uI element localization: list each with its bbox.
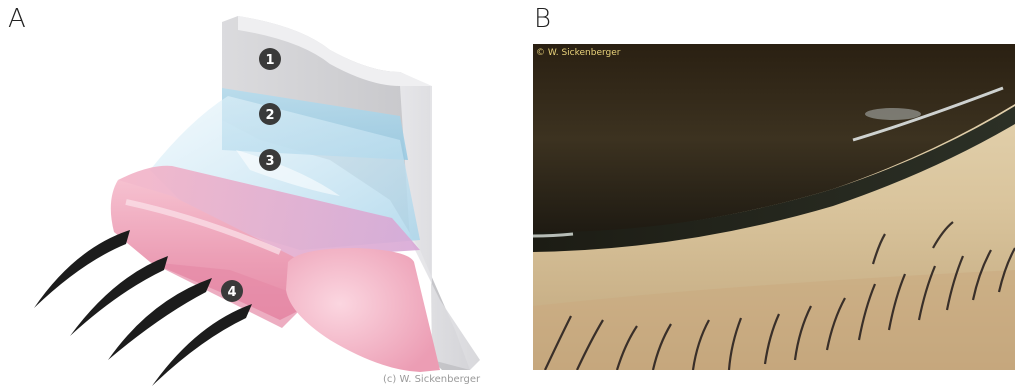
marker-3-label: 3 xyxy=(265,154,274,169)
tear-film-diagram: 1 2 3 4 xyxy=(0,0,520,392)
lid-end-cap xyxy=(286,248,440,372)
eyelid-photo: © W. Sickenberger xyxy=(533,44,1015,370)
panel-b-letter: B xyxy=(534,4,551,34)
photo-glint xyxy=(865,108,921,120)
diagram-credit: (c) W. Sickenberger xyxy=(383,374,480,385)
eyelid-photo-image: © W. Sickenberger xyxy=(533,44,1015,370)
marker-4-label: 4 xyxy=(227,285,236,300)
eyelash-4 xyxy=(152,304,252,386)
photo-credit: © W. Sickenberger xyxy=(536,48,621,58)
marker-2-label: 2 xyxy=(265,108,274,123)
marker-1-label: 1 xyxy=(265,53,274,68)
